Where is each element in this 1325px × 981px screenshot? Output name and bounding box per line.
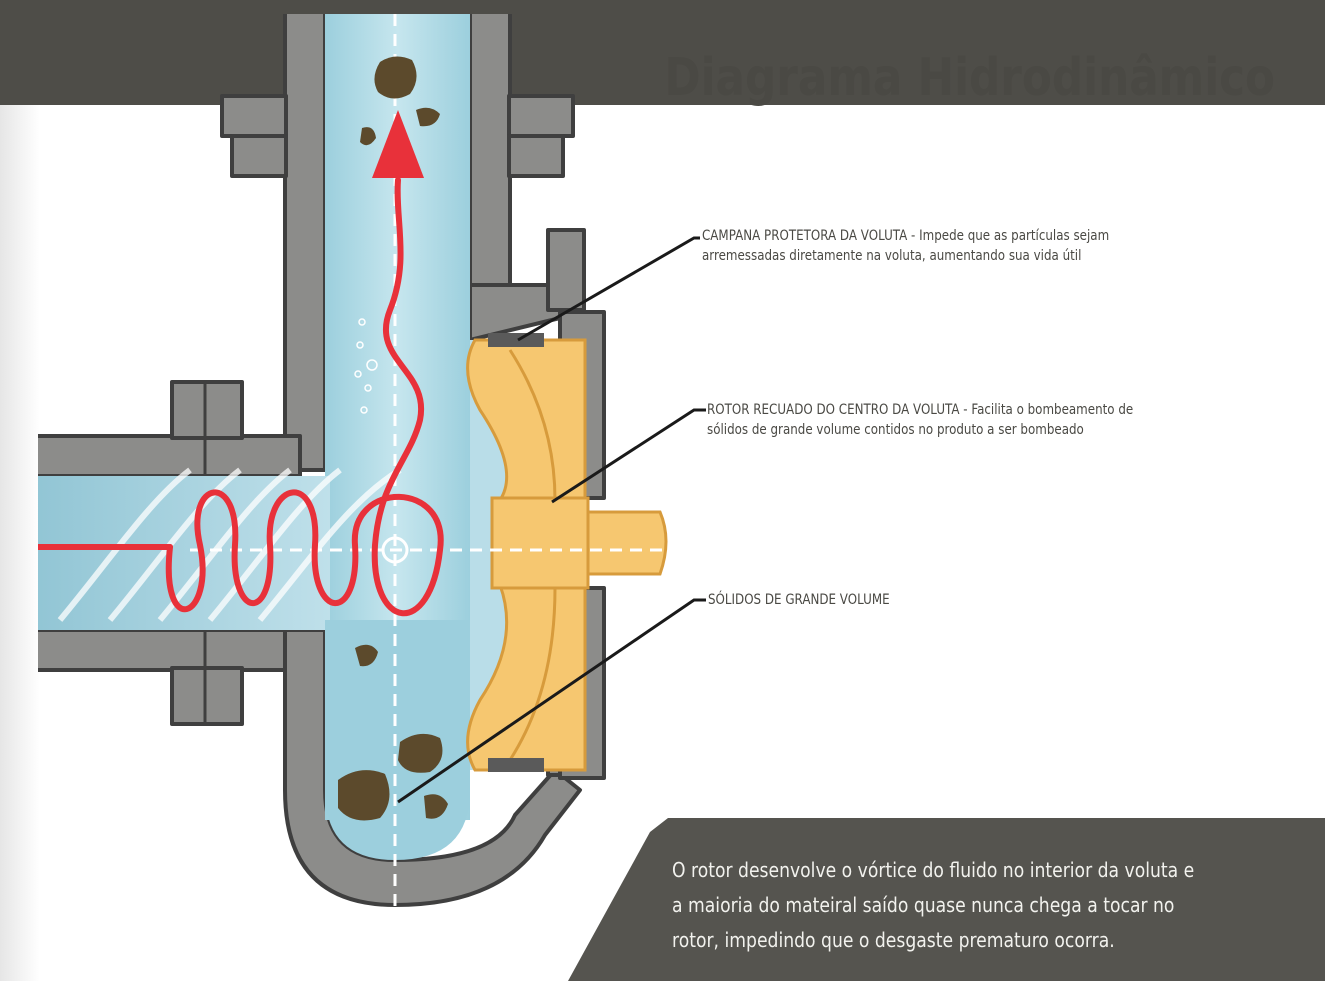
- description-line: O rotor desenvolve o vórtice do fluido n…: [672, 858, 1195, 882]
- rotor: [466, 338, 668, 772]
- callout-rotor-recuado: ROTOR RECUADO DO CENTRO DA VOLUTA - Faci…: [707, 400, 1133, 440]
- callout-line: SÓLIDOS DE GRANDE VOLUME: [708, 592, 890, 608]
- callout-line: arremessadas diretamente na voluta, aume…: [702, 248, 1082, 264]
- solids: [338, 56, 448, 821]
- callout-line: ROTOR RECUADO DO CENTRO DA VOLUTA - Faci…: [707, 402, 1134, 418]
- left-margin: [0, 105, 40, 981]
- description-line: rotor, impedindo que o desgaste prematur…: [672, 928, 1115, 952]
- diagram-title: Diagrama Hidrodinâmico: [664, 48, 1275, 108]
- protective-bell-top: [488, 333, 544, 347]
- description-line: a maioria do mateiral saído quase nunca …: [672, 893, 1175, 917]
- leader-lines: [397, 236, 706, 804]
- bubbles: [354, 318, 378, 414]
- description-box: [568, 818, 1325, 981]
- description-text: O rotor desenvolve o vórtice do fluido n…: [672, 853, 1194, 958]
- protective-bell-bottom: [488, 758, 544, 772]
- callout-campana-protetora: CAMPANA PROTETORA DA VOLUTA - Impede que…: [702, 226, 1109, 266]
- flow-arrow: [38, 177, 444, 617]
- flow-arrowhead: [372, 110, 424, 178]
- swirl-lines: [57, 467, 402, 622]
- callout-line: CAMPANA PROTETORA DA VOLUTA - Impede que…: [702, 228, 1110, 244]
- callout-line: sólidos de grande volume contidos no pro…: [707, 422, 1084, 438]
- callout-solidos: SÓLIDOS DE GRANDE VOLUME: [708, 590, 890, 610]
- header-band: [0, 0, 1325, 105]
